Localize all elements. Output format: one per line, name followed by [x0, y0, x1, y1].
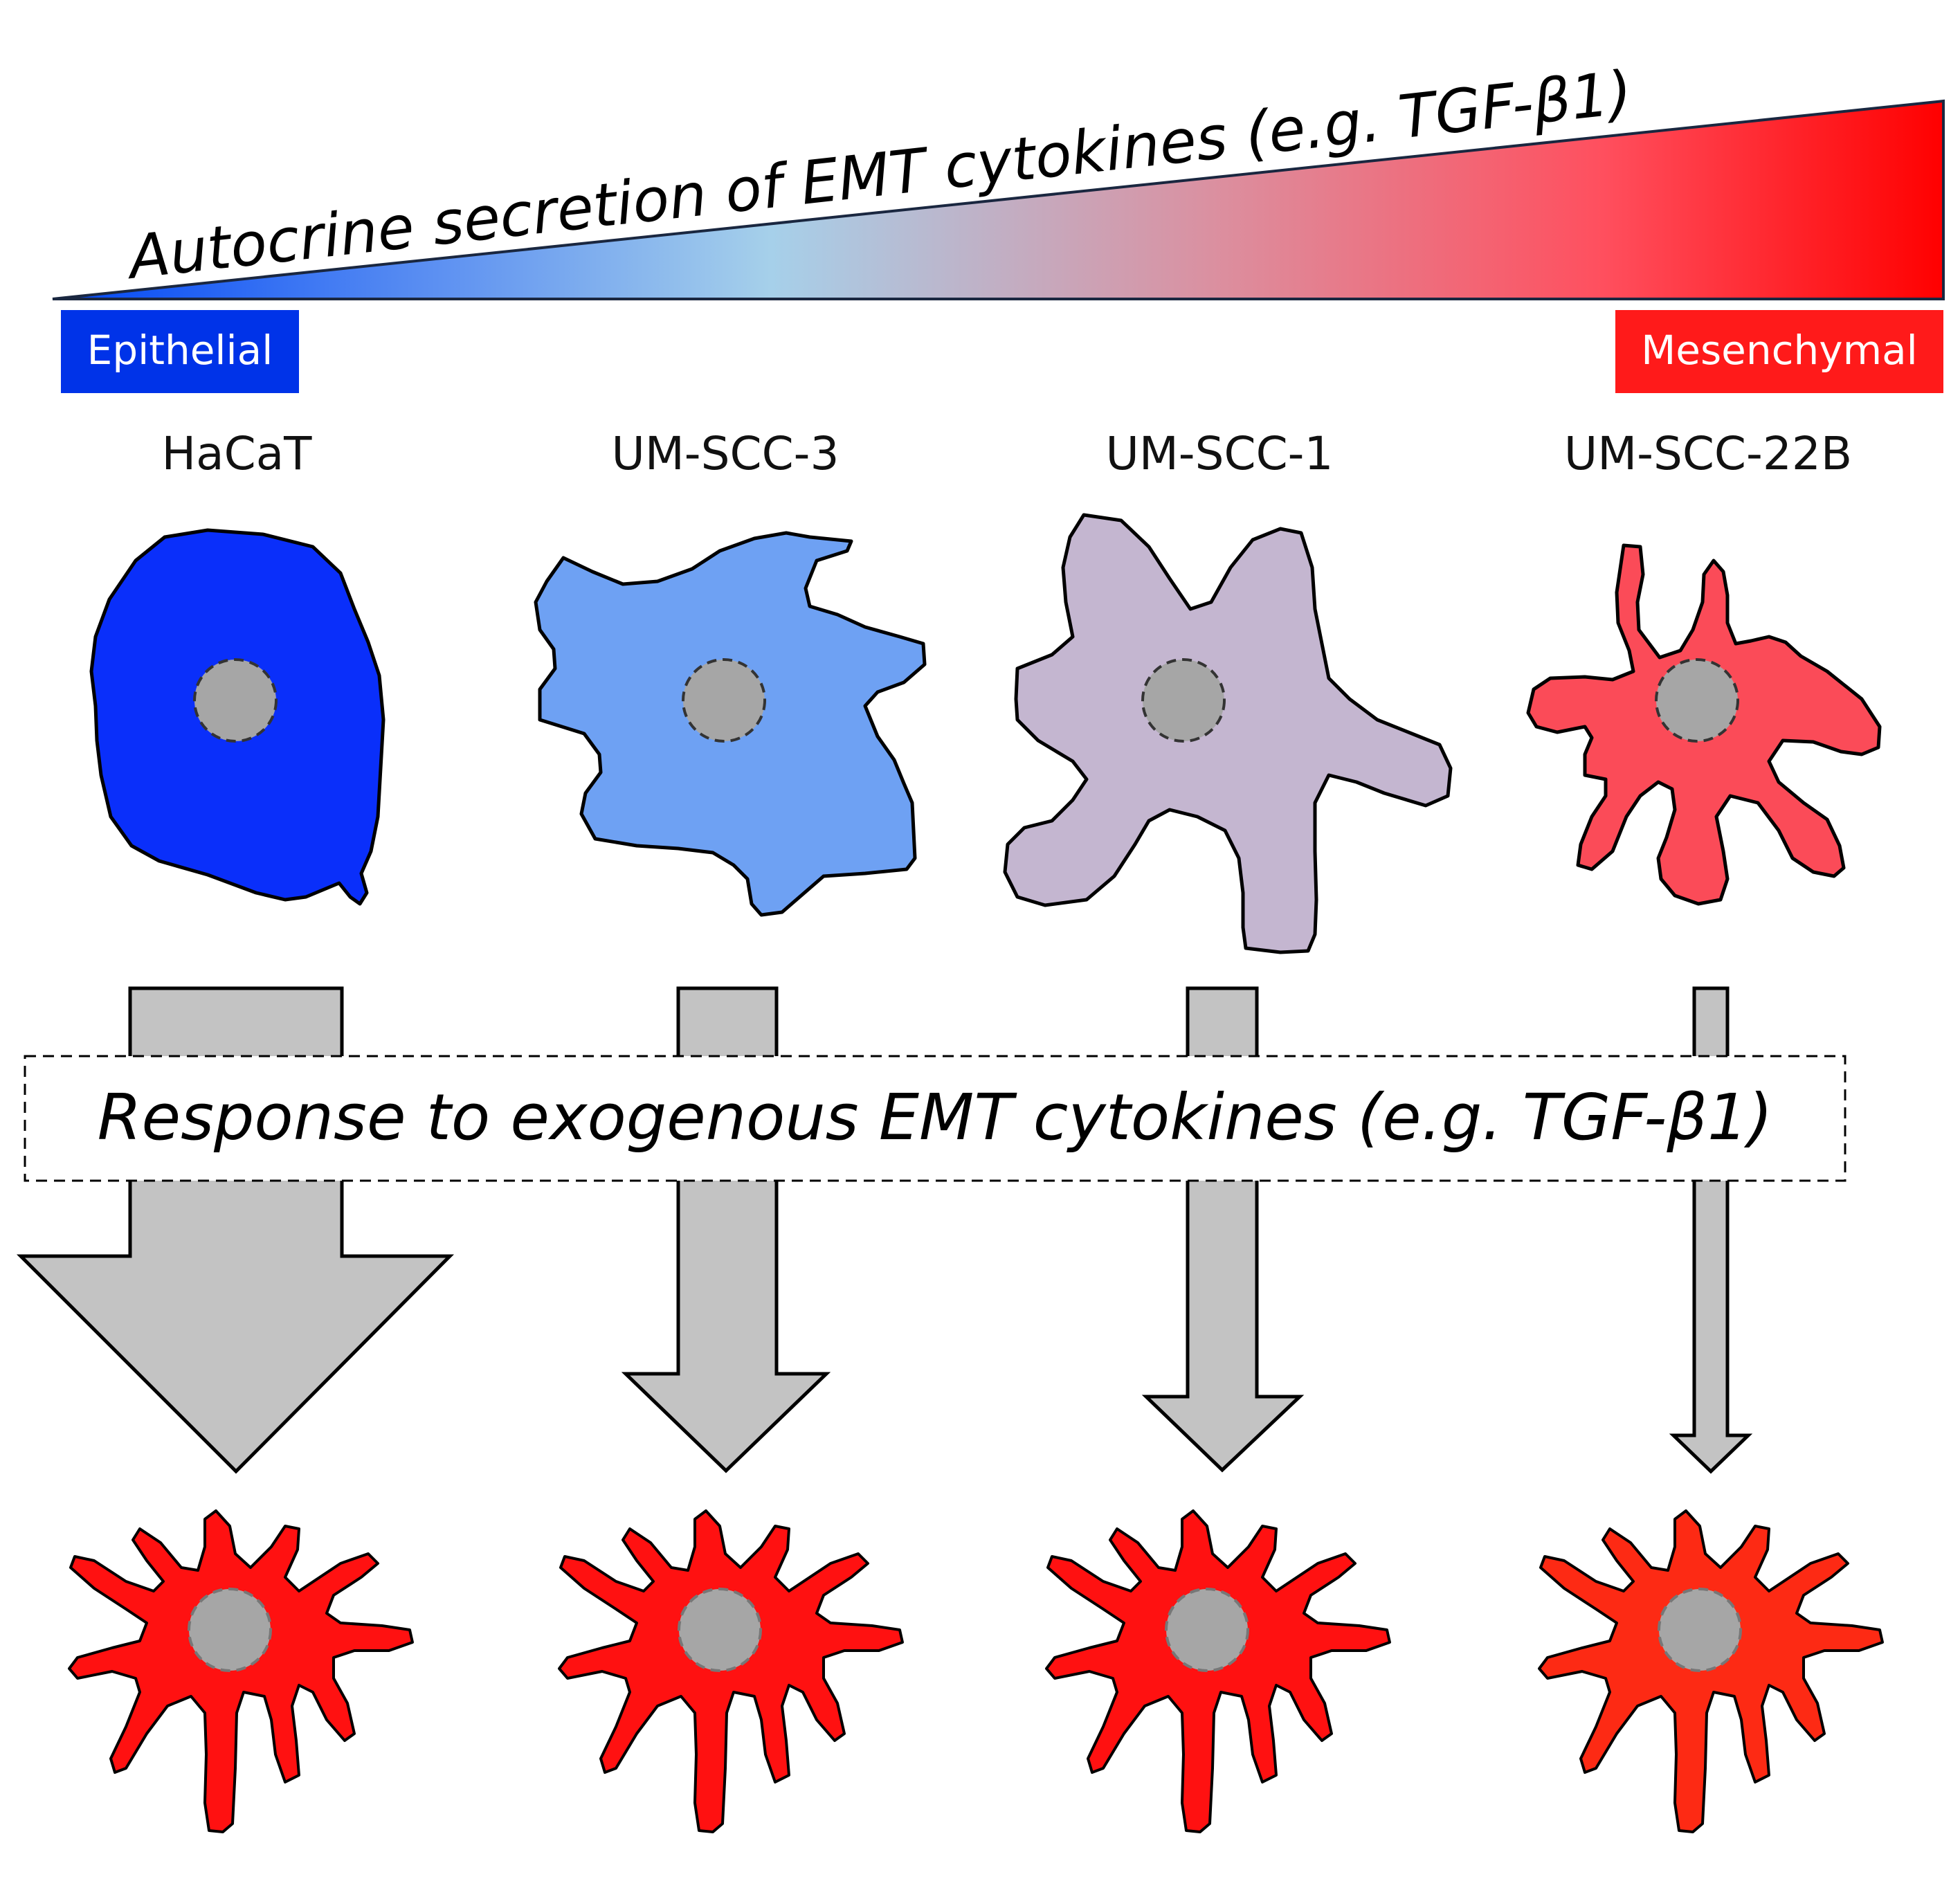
- mesenchymal-cell-after: [558, 1509, 904, 1833]
- mesenchymal-cell-after: [68, 1509, 414, 1833]
- nucleus-icon: [1655, 658, 1739, 743]
- cell-line-name: HaCaT: [162, 427, 313, 480]
- nucleus-icon: [1165, 1588, 1249, 1672]
- cell-line-name: UM-SCC-22B: [1564, 427, 1852, 480]
- response-label-box: [24, 1055, 1846, 1182]
- cell-line-name: UM-SCC-3: [612, 427, 840, 480]
- nucleus-icon: [188, 1588, 272, 1672]
- mesenchymal-label: Mesenchymal: [1641, 327, 1918, 374]
- nucleus-icon: [193, 658, 278, 743]
- mesenchymal-cell-after: [1538, 1509, 1884, 1833]
- nucleus-icon: [682, 658, 766, 743]
- response-arrow-hacat: [16, 986, 455, 1474]
- cell-body: [1538, 1509, 1884, 1833]
- nucleus-icon: [1658, 1588, 1742, 1672]
- cell-body: [558, 1509, 904, 1833]
- cell-body: [68, 1509, 414, 1833]
- response-label: Response to exogenous EMT cytokines (e.g…: [98, 1080, 1773, 1154]
- mesenchymal-cells-after: [68, 1509, 1884, 1833]
- mesenchymal-cell-after: [1045, 1509, 1391, 1833]
- mesenchymal-box: [1615, 310, 1943, 393]
- nucleus-icon: [678, 1588, 762, 1672]
- cell-body: [1045, 1509, 1391, 1833]
- cell-um-scc-1: [1003, 513, 1453, 954]
- secretion-gradient-wedge: [52, 99, 1945, 300]
- epithelial-label: Epithelial: [87, 327, 273, 374]
- epithelial-box: [61, 310, 299, 393]
- nucleus-icon: [1141, 658, 1226, 743]
- cell-line-name: UM-SCC-1: [1106, 427, 1334, 480]
